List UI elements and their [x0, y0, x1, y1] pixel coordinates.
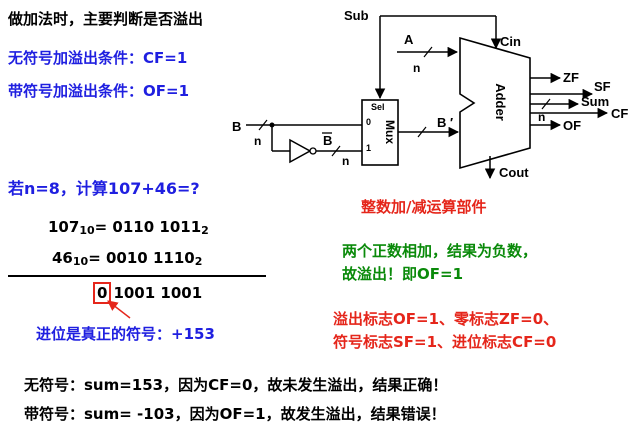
signed-result: 带符号：sum= -103，因为OF=1，故发生溢出，结果错误！ [24, 405, 446, 423]
operand-1-radix: 10 [79, 224, 95, 237]
operand-2-radix: 10 [72, 255, 89, 268]
mux-block [361, 99, 399, 166]
operand-2-decimal: 46 [52, 249, 73, 267]
operand-1-decimal: 107 [48, 218, 80, 236]
adder-block [459, 36, 531, 170]
sum-width-label: n [538, 110, 545, 124]
zf-label: ZF [563, 70, 579, 85]
sf-label: SF [594, 79, 611, 94]
operand-row-2: 4610= 0010 11102 [52, 249, 203, 268]
unsigned-result: 无符号：sum=153，因为CF=0，故未发生溢出，结果正确！ [24, 376, 448, 394]
unsigned-overflow-condition: 无符号加溢出条件：CF=1 [8, 49, 188, 67]
sum-binary: 1001 1001 [113, 284, 203, 302]
cf-label: CF [611, 106, 628, 121]
cout-label: Cout [499, 165, 529, 180]
mux-label: Mux [383, 120, 397, 144]
b-bar-width-label: n [342, 154, 349, 168]
b-prime-bus-slash [417, 126, 427, 138]
carry-note: 进位是真正的符号：+153 [36, 325, 215, 343]
operand-2-binary: = 0010 1110 [88, 249, 195, 267]
carry-pointer-arrow [107, 300, 131, 319]
mux-input-1-label: 1 [366, 143, 371, 153]
adder-label: Adder [493, 83, 508, 121]
inverter-bubble [309, 147, 317, 155]
b-bus-slash [258, 119, 268, 131]
a-label: A [404, 32, 414, 47]
mux-input-0-label: 0 [366, 117, 371, 127]
b-label: B [232, 119, 241, 134]
flags-line-1: 溢出标志OF=1、零标志ZF=0、 [333, 310, 559, 328]
operand-1-binary-radix: 2 [201, 224, 209, 237]
sum-bus-slash [541, 98, 551, 110]
operand-2-binary-radix: 2 [194, 255, 203, 268]
sum-divider [8, 275, 266, 277]
carry-bit-box: 0 [93, 282, 112, 304]
operand-1-binary: = 0110 1011 [94, 218, 202, 236]
flags-line-2: 符号标志SF=1、进位标志CF=0 [333, 333, 557, 351]
sum-label: Sum [581, 94, 609, 109]
question: 若n=8，计算107+46=? [8, 179, 200, 198]
cin-label: Cin [500, 34, 521, 49]
inverter-gate [289, 138, 312, 164]
b-bar-bus-slash [331, 145, 341, 157]
b-prime-label: B ′ [437, 115, 453, 130]
signed-overflow-condition: 带符号加溢出条件：OF=1 [8, 82, 190, 100]
mux-sel-label: Sel [371, 102, 385, 112]
a-bus-slash [423, 46, 433, 58]
operand-row-1: 10710= 0110 10112 [48, 218, 209, 237]
overflow-explanation-line-2: 故溢出！即OF=1 [342, 265, 464, 283]
b-width-label: n [254, 134, 261, 148]
overflow-explanation-line-1: 两个正数相加，结果为负数， [342, 242, 538, 260]
of-label: OF [563, 118, 581, 133]
diagram-caption: 整数加/减运算部件 [361, 198, 487, 216]
a-width-label: n [413, 61, 420, 75]
b-bar-label: B [323, 133, 332, 148]
sub-label: Sub [344, 8, 369, 23]
topic-title: 做加法时，主要判断是否溢出 [8, 10, 204, 28]
